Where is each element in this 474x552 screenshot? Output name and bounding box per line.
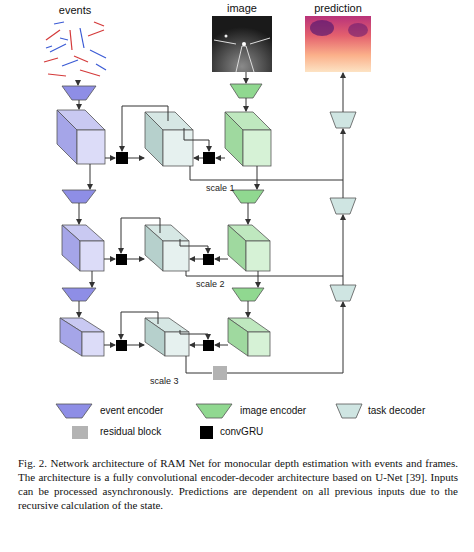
image-panel: prediction [305, 16, 371, 72]
legend-text: image encoder [240, 405, 306, 416]
legend-shapes [56, 404, 362, 418]
image-panel: image [212, 16, 272, 72]
legend-text: residual block [100, 426, 161, 437]
convgru-blocks [116, 152, 215, 351]
event-frame-art [42, 18, 108, 80]
legend-swatch [200, 426, 213, 439]
legend-swatch [72, 426, 88, 439]
legend-text: event encoder [100, 405, 163, 416]
depth-map-art [305, 16, 371, 72]
legend-text: convGRU [220, 426, 263, 437]
legend-text: task decoder [368, 405, 425, 416]
task-decoders [330, 112, 356, 301]
scale-label: scale 3 [150, 376, 179, 386]
event-features [57, 110, 105, 356]
residual-block [213, 366, 227, 380]
flow-arrows [79, 98, 343, 373]
panel-heading: events [22, 4, 128, 16]
scale-label: scale 2 [196, 279, 225, 289]
figure-caption: Fig. 2. Network architecture of RAM Net … [18, 456, 458, 512]
input-arrows [78, 72, 343, 112]
camera-frame-art [212, 16, 272, 72]
panel-heading: image [192, 2, 292, 14]
image-features [225, 112, 271, 356]
image-panel: events [42, 18, 108, 80]
fused-state [145, 112, 193, 356]
scale-label: scale 1 [206, 183, 235, 193]
panel-heading: prediction [285, 2, 391, 14]
